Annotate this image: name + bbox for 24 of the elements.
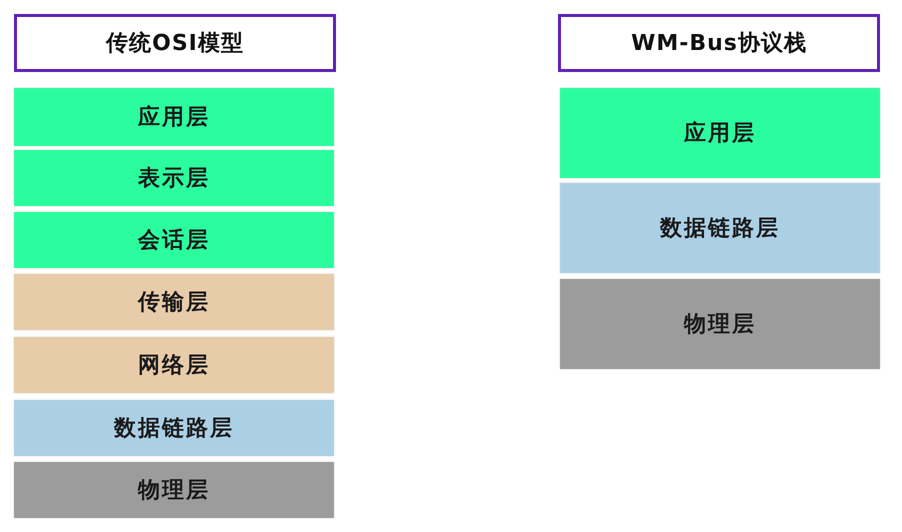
layer-box bbox=[560, 183, 880, 273]
stack-title-box bbox=[558, 14, 880, 72]
layer-name: WM-Bus协议栈 bbox=[631, 30, 807, 58]
layer-box bbox=[560, 279, 880, 369]
layer-name: 应用层 bbox=[138, 104, 210, 132]
layer-box bbox=[14, 88, 334, 146]
layer-box bbox=[14, 150, 334, 206]
layer-box bbox=[14, 400, 334, 456]
layer-name: 数据链路层 bbox=[114, 415, 234, 443]
layer-name: 数据链路层 bbox=[660, 215, 780, 243]
layer-name: 网络层 bbox=[138, 352, 210, 380]
layer-name: 物理层 bbox=[684, 311, 756, 339]
layer-box bbox=[560, 88, 880, 178]
layer-name: 会话层 bbox=[138, 227, 210, 255]
layer-name: 物理层 bbox=[138, 477, 210, 505]
layer-name: 传输层 bbox=[138, 289, 210, 317]
layer-box bbox=[14, 462, 334, 518]
layer-box bbox=[14, 212, 334, 268]
layer-name: 应用层 bbox=[684, 120, 756, 148]
layer-box bbox=[14, 274, 334, 330]
layer-name: 传统OSI模型 bbox=[106, 30, 244, 58]
stack-title-box bbox=[14, 14, 336, 72]
layer-box bbox=[14, 337, 334, 393]
layer-name: 表示层 bbox=[138, 165, 210, 193]
